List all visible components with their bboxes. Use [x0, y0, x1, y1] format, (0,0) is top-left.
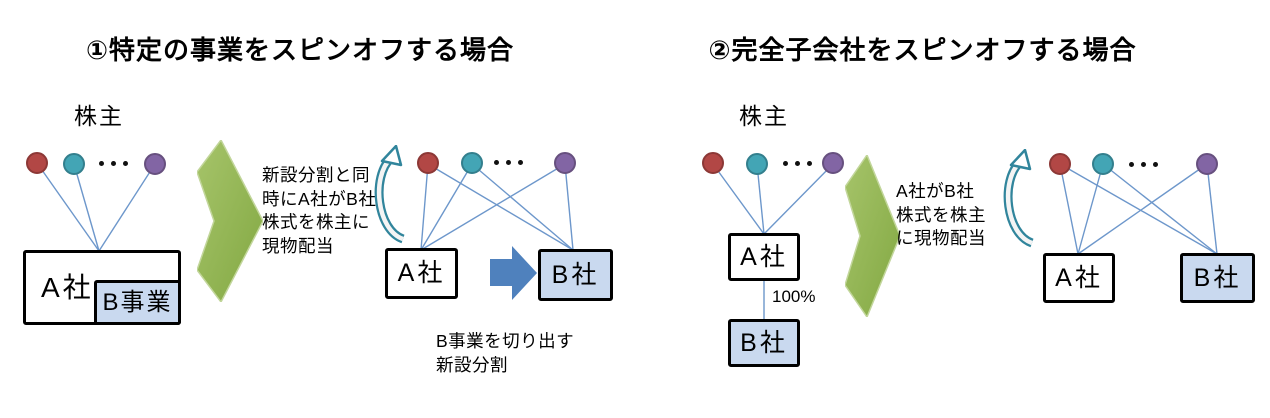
company-b-subsidiary-box: B社 — [728, 319, 800, 367]
company-a-label: A社 — [397, 259, 446, 287]
left-arrow-note: 新設分割と同 時にA社がB社 株式を株主に 現物配当 — [262, 165, 377, 256]
right-shareholders-label: 株主 — [739, 103, 789, 129]
shareholder-dot-red — [26, 152, 48, 174]
green-transition-arrow-icon — [197, 140, 263, 302]
shareholder-lines-left-before — [36, 162, 156, 252]
shareholder-dot-purple — [822, 152, 844, 174]
right-panel-title: ②完全子会社をスピンオフする場合 — [708, 35, 1137, 65]
dividend-curved-arrow-icon — [1003, 149, 1035, 248]
shareholder-lines-left-after — [420, 163, 574, 251]
left-panel-title: ①特定の事業をスピンオフする場合 — [85, 35, 514, 65]
company-b-label: B社 — [551, 260, 600, 289]
shareholder-dot-purple — [1196, 153, 1218, 175]
business-b-label: B事業 — [102, 288, 173, 316]
shareholder-lines-right-after — [1059, 163, 1218, 255]
company-a-after-box: A社 — [1043, 253, 1115, 303]
split-caption: B事業を切り出す 新設分割 — [436, 331, 575, 375]
ellipsis-dots — [494, 160, 523, 165]
shareholder-dot-teal — [461, 152, 483, 174]
ellipsis-dots — [1129, 162, 1158, 167]
company-a-label: A社 — [41, 271, 94, 303]
company-a-after-box: A社 — [385, 248, 458, 299]
split-blue-arrow-icon — [490, 246, 537, 300]
shareholder-dot-teal — [63, 153, 85, 175]
company-a-label: A社 — [1055, 263, 1103, 292]
ellipsis-dots — [99, 161, 128, 166]
company-b-after-box: B社 — [1180, 253, 1255, 303]
green-transition-arrow-icon — [845, 155, 900, 317]
dividend-curved-arrow-icon — [374, 145, 406, 244]
company-b-after-box: B社 — [538, 249, 613, 301]
right-arrow-note: A社がB社 株式を株主 に現物配当 — [896, 181, 986, 248]
company-b-label: B社 — [1193, 263, 1242, 292]
shareholder-dot-teal — [1092, 153, 1114, 175]
company-b-label: B社 — [740, 328, 788, 357]
shareholder-dot-red — [417, 152, 439, 174]
company-a-label: A社 — [740, 242, 788, 271]
shareholder-dot-purple — [554, 152, 576, 174]
left-shareholders-label: 株主 — [74, 103, 124, 129]
shareholder-dot-red — [1049, 153, 1071, 175]
ellipsis-dots — [783, 161, 812, 166]
shareholder-dot-teal — [746, 153, 768, 175]
company-a-before-box: A社 — [728, 233, 800, 281]
business-b-box: B事業 — [94, 280, 181, 325]
shareholder-dot-red — [702, 152, 724, 174]
shareholder-dot-purple — [144, 153, 166, 175]
ownership-percentage: 100% — [772, 287, 816, 306]
